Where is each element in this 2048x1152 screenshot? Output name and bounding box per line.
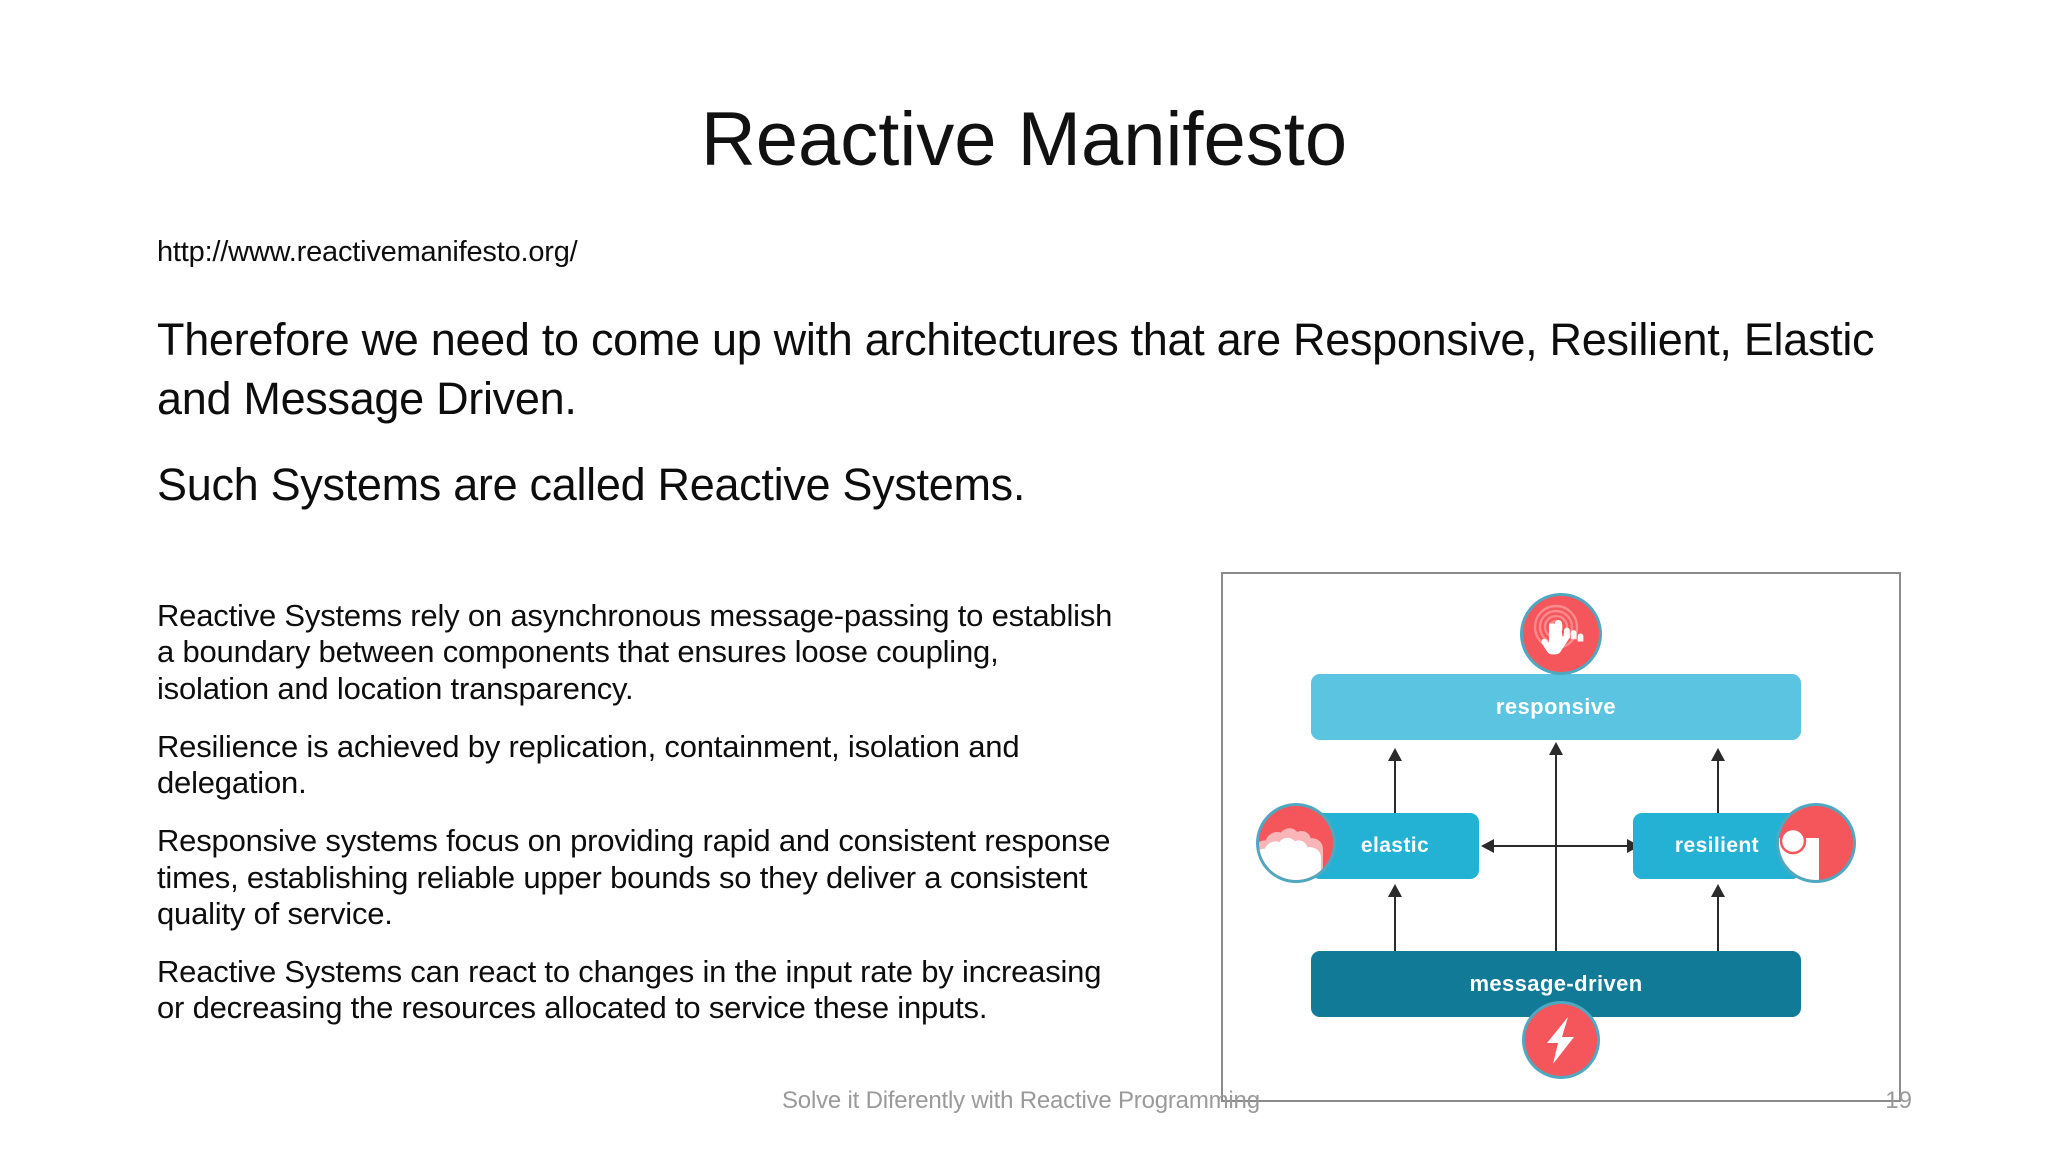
arrow-center-vertical-head: [1549, 742, 1563, 755]
arrow-elastic-resilient-head-left: [1481, 839, 1494, 853]
manifesto-url[interactable]: http://www.reactivemanifesto.org/: [157, 236, 578, 268]
page-title: Reactive Manifesto: [700, 97, 1348, 182]
shield-circle-icon: [1779, 806, 1853, 880]
arrow-message-to-elastic-head: [1388, 884, 1402, 897]
arrow-message-to-elastic-line: [1394, 896, 1396, 951]
body-paragraph-asynchronous-message-passing: Reactive Systems rely on asynchronous me…: [157, 598, 1113, 706]
body-text-column: Reactive Systems rely on asynchronous me…: [157, 598, 1117, 1027]
body-paragraph-elastic: Reactive Systems can react to changes in…: [157, 954, 1102, 1026]
slide-footer-text: Solve it Diferently with Reactive Progra…: [782, 1087, 1260, 1114]
diagram-bar-elastic[interactable]: elastic: [1311, 813, 1479, 879]
reactive-traits-diagram: responsive elastic resilient message-dri…: [1221, 572, 1901, 1102]
touch-ripple-icon: [1523, 596, 1599, 672]
lead-statements: Therefore we need to come up with archit…: [157, 310, 1917, 514]
slide-page-number: 19: [1885, 1087, 1912, 1114]
diagram-bar-message-driven[interactable]: message-driven: [1311, 951, 1801, 1017]
arrow-resilient-to-responsive-line: [1717, 760, 1719, 813]
body-paragraph-resilience: Resilience is achieved by replication, c…: [157, 728, 1020, 801]
lead-paragraph-1: Therefore we need to come up with archit…: [157, 314, 1875, 425]
arrow-resilient-to-responsive-head: [1711, 748, 1725, 761]
diagram-bar-responsive[interactable]: responsive: [1311, 674, 1801, 740]
arrow-elastic-to-responsive-head: [1388, 748, 1402, 761]
diagram-bar-resilient[interactable]: resilient: [1633, 813, 1801, 879]
lightning-bolt-icon: [1525, 1004, 1597, 1076]
cloud-icon: [1259, 806, 1333, 880]
arrow-message-to-resilient-head: [1711, 884, 1725, 897]
arrow-message-to-resilient-line: [1717, 896, 1719, 951]
body-paragraph-responsive: Responsive systems focus on providing ra…: [157, 823, 1111, 931]
arrow-elastic-resilient-line: [1491, 845, 1633, 847]
arrow-elastic-to-responsive-line: [1394, 760, 1396, 813]
arrow-center-vertical-line: [1555, 754, 1557, 951]
lead-paragraph-2: Such Systems are called Reactive Systems…: [157, 458, 1026, 510]
